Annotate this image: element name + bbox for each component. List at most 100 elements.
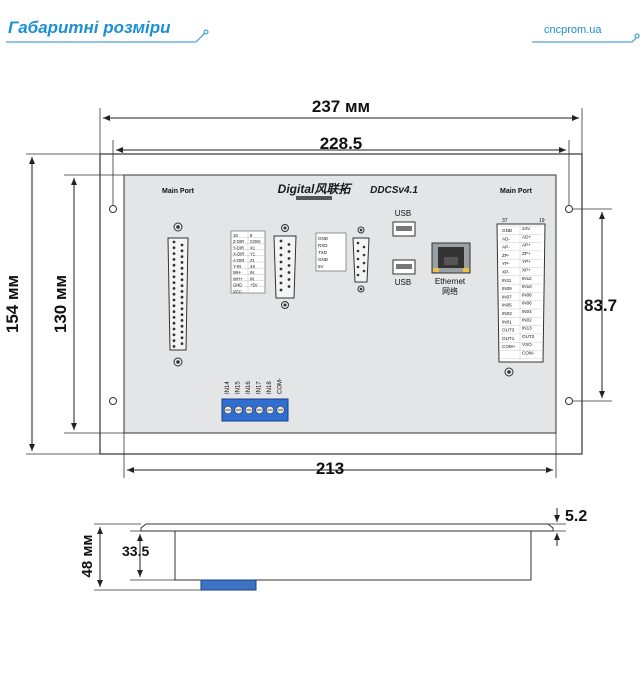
pin <box>180 266 184 270</box>
site-name: cncprom.ua <box>544 24 602 36</box>
pin <box>172 298 176 302</box>
pin <box>356 249 360 253</box>
dim-bottom-width: 213 <box>316 459 344 478</box>
db9-label: 5V <box>318 264 324 269</box>
connector-label: IN06 <box>522 301 532 306</box>
side-view: 5.2 48 мм 33.5 <box>79 508 587 591</box>
db15-label: A-DIR <box>233 258 244 263</box>
dim-outer-height: 154 мм <box>3 275 22 333</box>
pin <box>180 249 184 253</box>
pin <box>180 342 184 345</box>
connector-label: IN04 <box>522 309 532 314</box>
usb-bottom-label: USB <box>395 278 411 287</box>
terminal-label: IN16 <box>246 381 252 394</box>
connector-label: OUT1 <box>502 336 515 341</box>
pin <box>180 261 184 264</box>
pin <box>172 327 176 331</box>
connector-label: AP- <box>502 245 510 250</box>
pin <box>172 333 176 337</box>
dim-inner-height: 130 мм <box>51 275 70 333</box>
pin <box>172 345 176 348</box>
connector-label: IN08 <box>522 292 532 297</box>
terminal-label: IN14 <box>225 381 231 394</box>
db15-label: COM- <box>250 239 262 244</box>
connector-label: IN12 <box>522 276 532 281</box>
connector-label: ZP+ <box>522 251 531 256</box>
pin <box>180 301 184 305</box>
connector-label: IN11 <box>502 278 512 283</box>
pin <box>172 269 176 273</box>
pin <box>279 246 283 250</box>
pin <box>172 275 176 279</box>
terminal-label: IN18 <box>267 381 273 394</box>
pin <box>287 250 291 253</box>
pin <box>172 252 176 256</box>
connector-label: YP+ <box>522 259 531 264</box>
title-underline <box>6 29 640 43</box>
dim-hole-spacing: 83.7 <box>584 296 617 315</box>
connector-label: AP+ <box>522 243 531 248</box>
db9-label: GND <box>318 257 329 262</box>
left-port-label: Main Port <box>162 188 195 195</box>
db15-label: WH- <box>233 270 242 275</box>
pin <box>356 257 360 261</box>
right-port-label: Main Port <box>500 188 533 195</box>
connector-label: OUT2 <box>522 334 535 339</box>
pin <box>279 260 283 264</box>
pin <box>180 307 184 311</box>
connector-label: COM- <box>522 351 535 356</box>
mount-hole <box>565 205 573 213</box>
pin <box>172 246 176 250</box>
mount-hole <box>565 397 573 405</box>
ethernet-port: Ethernet 网络 <box>431 242 471 296</box>
pin <box>356 273 360 277</box>
connector-label: VSO <box>522 342 532 347</box>
pin <box>172 339 176 342</box>
connector-label: GND <box>502 228 513 233</box>
pin <box>172 287 176 290</box>
connector-label: OUT3 <box>502 328 515 333</box>
pin <box>362 261 366 265</box>
pin <box>172 292 176 296</box>
db15-label: X1 <box>250 245 256 250</box>
pin <box>287 278 291 281</box>
db9-label: TXD <box>318 250 328 255</box>
pin <box>287 243 291 246</box>
db15-label: WH+ <box>233 276 243 281</box>
usb-ports: USB USB <box>392 209 416 287</box>
usb-top-label: USB <box>395 209 411 218</box>
dim-flange: 5.2 <box>565 508 587 525</box>
pin <box>172 316 176 319</box>
connector-label: 24V <box>522 226 531 231</box>
db15-label: +5V <box>250 283 258 288</box>
page-title: Габаритні розміри <box>8 18 171 37</box>
pin <box>180 243 184 247</box>
pin <box>172 258 176 261</box>
connector-label: IN02 <box>522 317 532 322</box>
pin <box>287 285 291 288</box>
right-db37-connector: 37 19 GNDAD-AP-ZP-YP-XP-IN11IN09IN07IN05… <box>496 218 546 377</box>
connector-label: IN13 <box>522 326 532 331</box>
connector-label: IN01 <box>502 319 512 324</box>
pin <box>180 290 184 293</box>
dim-side-inner: 33.5 <box>122 543 149 559</box>
pin <box>172 310 176 313</box>
db15-label: Y-DIR <box>233 245 244 250</box>
db15-label: 15 <box>233 233 238 238</box>
db15-label: X-DIR <box>233 252 244 257</box>
pin <box>172 281 176 284</box>
connector-label: IN05 <box>502 303 512 308</box>
db15-connector: 15Z-DIRY-DIRX-DIRA-DIRY-INWH-WH+GNDVCC8C… <box>230 224 297 309</box>
connector-label: XP- <box>502 270 510 275</box>
pin <box>180 336 184 340</box>
db15-label: VCC <box>233 289 242 294</box>
pin <box>180 255 184 258</box>
connector-label: COM+ <box>502 344 516 349</box>
ethernet-label: Ethernet <box>435 277 466 286</box>
db37-connector <box>167 222 189 367</box>
pin <box>180 313 184 316</box>
db15-label: GND <box>233 283 242 288</box>
db9-label: GND <box>318 236 329 241</box>
